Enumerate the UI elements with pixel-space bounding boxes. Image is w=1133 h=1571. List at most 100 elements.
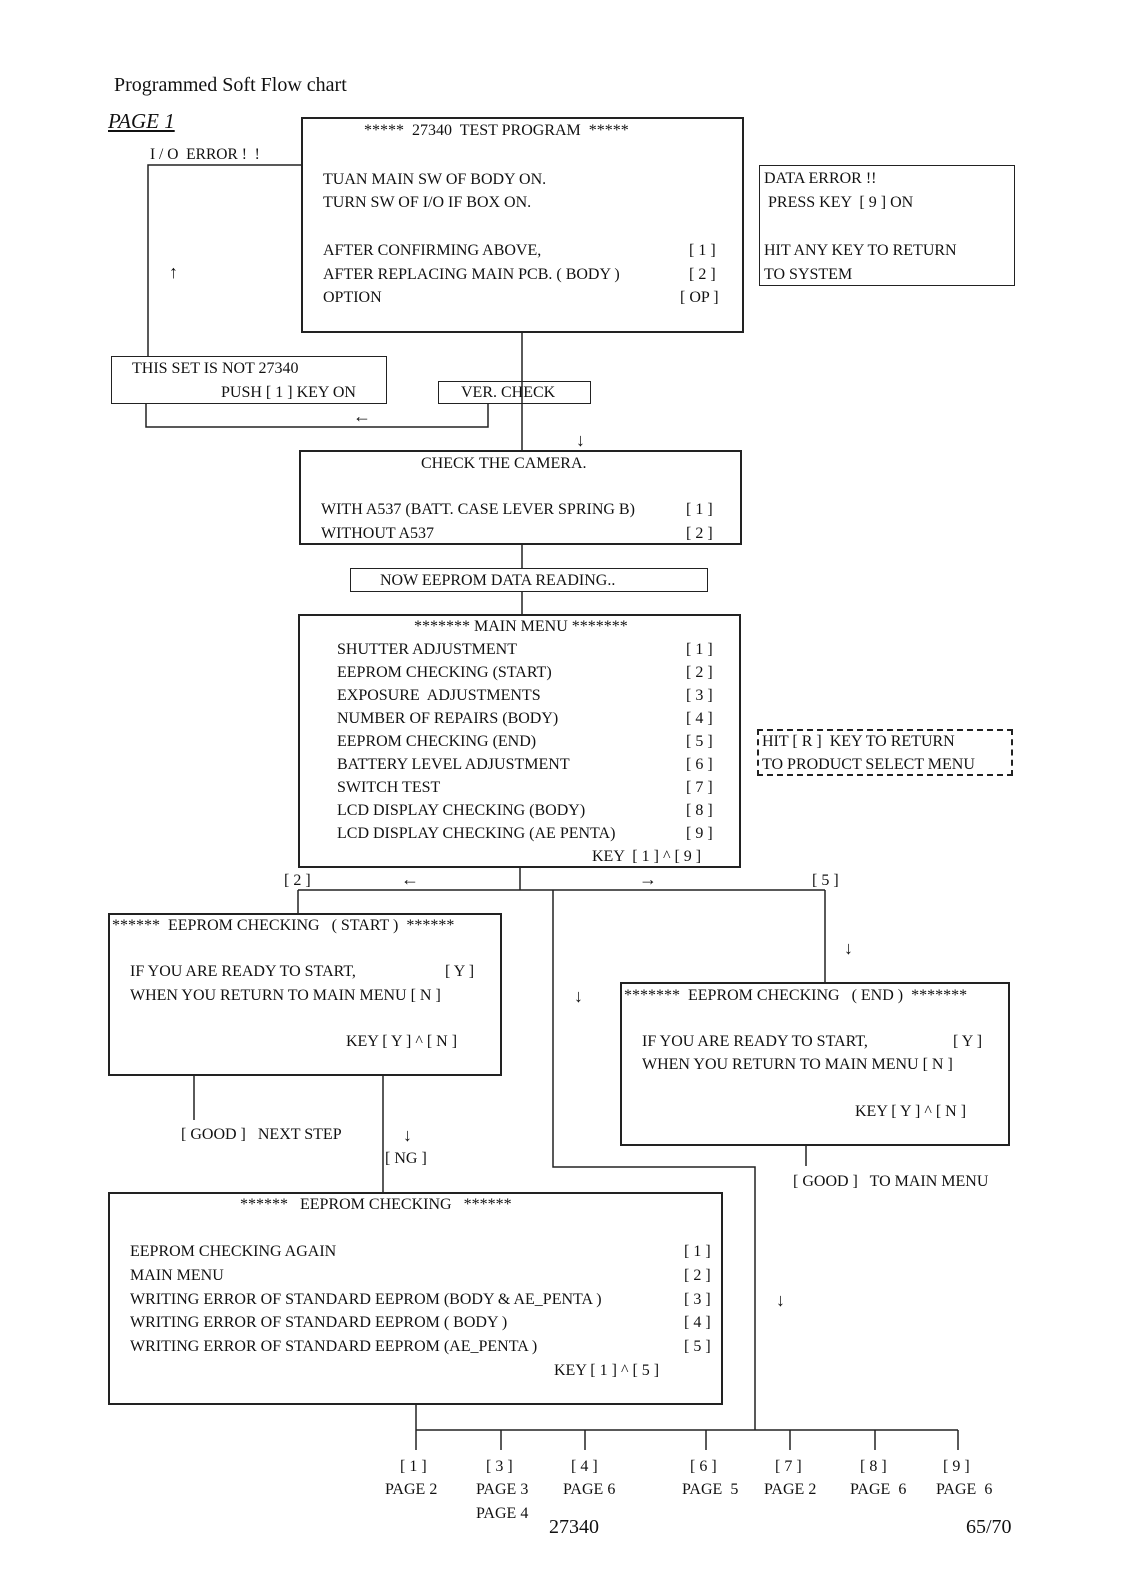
main-menu-item-key: [ 8 ] xyxy=(686,802,713,819)
check-camera-box xyxy=(299,450,742,545)
page-ref-page: PAGE 2 xyxy=(764,1481,817,1498)
main-menu-item: EEPROM CHECKING (END) xyxy=(337,733,537,750)
main-menu-item: NUMBER OF REPAIRS (BODY) xyxy=(337,710,559,727)
main-menu-item: LCD DISPLAY CHECKING (BODY) xyxy=(337,802,586,819)
page-ref-key: [ 6 ] xyxy=(690,1458,717,1475)
io-error-label: I / O ERROR ! ! xyxy=(150,146,260,163)
main-menu-key-hint: KEY [ 1 ] ^ [ 9 ] xyxy=(592,848,702,865)
eeprom-end-box xyxy=(620,982,1010,1146)
ng-label: [ NG ] xyxy=(385,1150,427,1167)
eeprom-check-item-key: [ 2 ] xyxy=(684,1267,711,1284)
main-menu-item: LCD DISPLAY CHECKING (AE PENTA) xyxy=(337,825,616,842)
data-error-line4: TO SYSTEM xyxy=(764,266,853,283)
good-main-label: [ GOOD ] TO MAIN MENU xyxy=(793,1173,989,1190)
hit-r-line1: HIT [ R ] KEY TO RETURN xyxy=(762,733,955,750)
eeprom-end-line1: IF YOU ARE READY TO START, xyxy=(642,1033,868,1050)
main-menu-item: EXPOSURE ADJUSTMENTS xyxy=(337,687,541,704)
data-error-line3: HIT ANY KEY TO RETURN xyxy=(764,242,957,259)
main-menu-item: EEPROM CHECKING (START) xyxy=(337,664,552,681)
footer-page-number: 65/70 xyxy=(966,1516,1012,1538)
ver-check-label: VER. CHECK xyxy=(461,384,556,401)
page-ref-page: PAGE 2 xyxy=(385,1481,438,1498)
eeprom-reading-label: NOW EEPROM DATA READING.. xyxy=(380,572,616,589)
branch-2-label: [ 2 ] xyxy=(284,872,311,889)
main-menu-item-key: [ 5 ] xyxy=(686,733,713,750)
io-error-loop xyxy=(147,164,301,356)
check-camera-opt1-key: [ 1 ] xyxy=(686,501,713,518)
test-program-opt1-key: [ 1 ] xyxy=(689,242,716,259)
arrow-left-icon: ← xyxy=(353,406,371,426)
eeprom-check-item: WRITING ERROR OF STANDARD EEPROM (BODY &… xyxy=(130,1291,602,1308)
page-ref-page: PAGE 5 xyxy=(682,1481,739,1498)
eeprom-end-line2: WHEN YOU RETURN TO MAIN MENU [ N ] xyxy=(642,1056,953,1073)
hit-r-line2: TO PRODUCT SELECT MENU xyxy=(762,756,975,773)
page-ref-page: PAGE 6 xyxy=(936,1481,993,1498)
page-ref-key: [ 1 ] xyxy=(400,1458,427,1475)
main-menu-title: ******* MAIN MENU ******* xyxy=(414,618,628,635)
main-menu-item: BATTERY LEVEL ADJUSTMENT xyxy=(337,756,570,773)
main-menu-item-key: [ 4 ] xyxy=(686,710,713,727)
eeprom-check-key-hint: KEY [ 1 ] ^ [ 5 ] xyxy=(554,1362,660,1379)
eeprom-start-box xyxy=(108,913,502,1076)
eeprom-check-item: WRITING ERROR OF STANDARD EEPROM (AE_PEN… xyxy=(130,1338,538,1355)
footer-model: 27340 xyxy=(549,1516,599,1538)
check-camera-opt2-key: [ 2 ] xyxy=(686,525,713,542)
eeprom-end-title: ******* EEPROM CHECKING ( END ) ******* xyxy=(624,987,968,1004)
main-menu-item-key: [ 2 ] xyxy=(686,664,713,681)
eeprom-check-item-key: [ 3 ] xyxy=(684,1291,711,1308)
arrow-left-icon: ← xyxy=(401,869,419,889)
eeprom-check-item-key: [ 1 ] xyxy=(684,1243,711,1260)
eeprom-check-item: MAIN MENU xyxy=(130,1267,224,1284)
not-set-line1: THIS SET IS NOT 27340 xyxy=(132,360,299,377)
test-program-opt3-key: [ OP ] xyxy=(680,289,719,306)
arrow-down-icon: ↓ xyxy=(844,938,853,958)
arrow-right-icon: → xyxy=(639,869,657,889)
eeprom-check-item: EEPROM CHECKING AGAIN xyxy=(130,1243,337,1260)
page-ref-page: PAGE 6 xyxy=(850,1481,907,1498)
eeprom-check-item-key: [ 5 ] xyxy=(684,1338,711,1355)
arrow-up-icon: ↑ xyxy=(169,262,178,282)
eeprom-end-key-hint: KEY [ Y ] ^ [ N ] xyxy=(855,1103,967,1120)
eeprom-end-line1-key: [ Y ] xyxy=(953,1033,983,1050)
check-camera-title: CHECK THE CAMERA. xyxy=(421,455,587,472)
data-error-line2: PRESS KEY [ 9 ] ON xyxy=(764,194,914,211)
not-set-line2: PUSH [ 1 ] KEY ON xyxy=(221,384,356,401)
eeprom-start-title: ****** EEPROM CHECKING ( START ) ****** xyxy=(112,917,455,934)
data-error-box xyxy=(759,165,1015,286)
arrow-down-icon: ↓ xyxy=(403,1125,412,1145)
page-ref-page: PAGE 6 xyxy=(563,1481,616,1498)
hit-r-box xyxy=(757,729,1013,776)
data-error-line1: DATA ERROR !! xyxy=(764,170,877,187)
page-ref-page: PAGE 3 xyxy=(476,1481,529,1498)
page-ref-page: PAGE 4 xyxy=(476,1505,529,1522)
main-menu-item: SHUTTER ADJUSTMENT xyxy=(337,641,518,658)
main-menu-item-key: [ 1 ] xyxy=(686,641,713,658)
test-program-opt2: AFTER REPLACING MAIN PCB. ( BODY ) xyxy=(323,266,620,283)
page-label: PAGE 1 xyxy=(108,109,175,133)
eeprom-start-line2: WHEN YOU RETURN TO MAIN MENU [ N ] xyxy=(130,987,441,1004)
ver-check-box xyxy=(438,381,591,404)
not-set-box xyxy=(111,356,387,404)
eeprom-check-box xyxy=(108,1192,723,1405)
main-menu-item: SWITCH TEST xyxy=(337,779,441,796)
page-ref-key: [ 8 ] xyxy=(860,1458,887,1475)
test-program-title: ***** 27340 TEST PROGRAM ***** xyxy=(364,122,629,139)
test-program-opt1: AFTER CONFIRMING ABOVE, xyxy=(323,242,542,259)
page-ref-key: [ 9 ] xyxy=(943,1458,970,1475)
good-next-label: [ GOOD ] NEXT STEP xyxy=(181,1126,342,1143)
main-menu-item-key: [ 9 ] xyxy=(686,825,713,842)
main-menu-box xyxy=(298,614,741,868)
eeprom-start-line1: IF YOU ARE READY TO START, xyxy=(130,963,356,980)
arrow-down-icon: ↓ xyxy=(574,986,583,1006)
not-set-loop xyxy=(145,403,489,428)
chart-title: Programmed Soft Flow chart xyxy=(114,74,347,96)
test-program-box xyxy=(301,117,744,333)
main-menu-item-key: [ 3 ] xyxy=(686,687,713,704)
page-ref-key: [ 7 ] xyxy=(775,1458,802,1475)
eeprom-start-key-hint: KEY [ Y ] ^ [ N ] xyxy=(346,1033,458,1050)
eeprom-check-item: WRITING ERROR OF STANDARD EEPROM ( BODY … xyxy=(130,1314,508,1331)
eeprom-check-item-key: [ 4 ] xyxy=(684,1314,711,1331)
check-camera-opt1: WITH A537 (BATT. CASE LEVER SPRING B) xyxy=(321,501,635,518)
test-program-line1: TUAN MAIN SW OF BODY ON. xyxy=(323,171,547,188)
test-program-line2: TURN SW OF I/O IF BOX ON. xyxy=(323,194,532,211)
